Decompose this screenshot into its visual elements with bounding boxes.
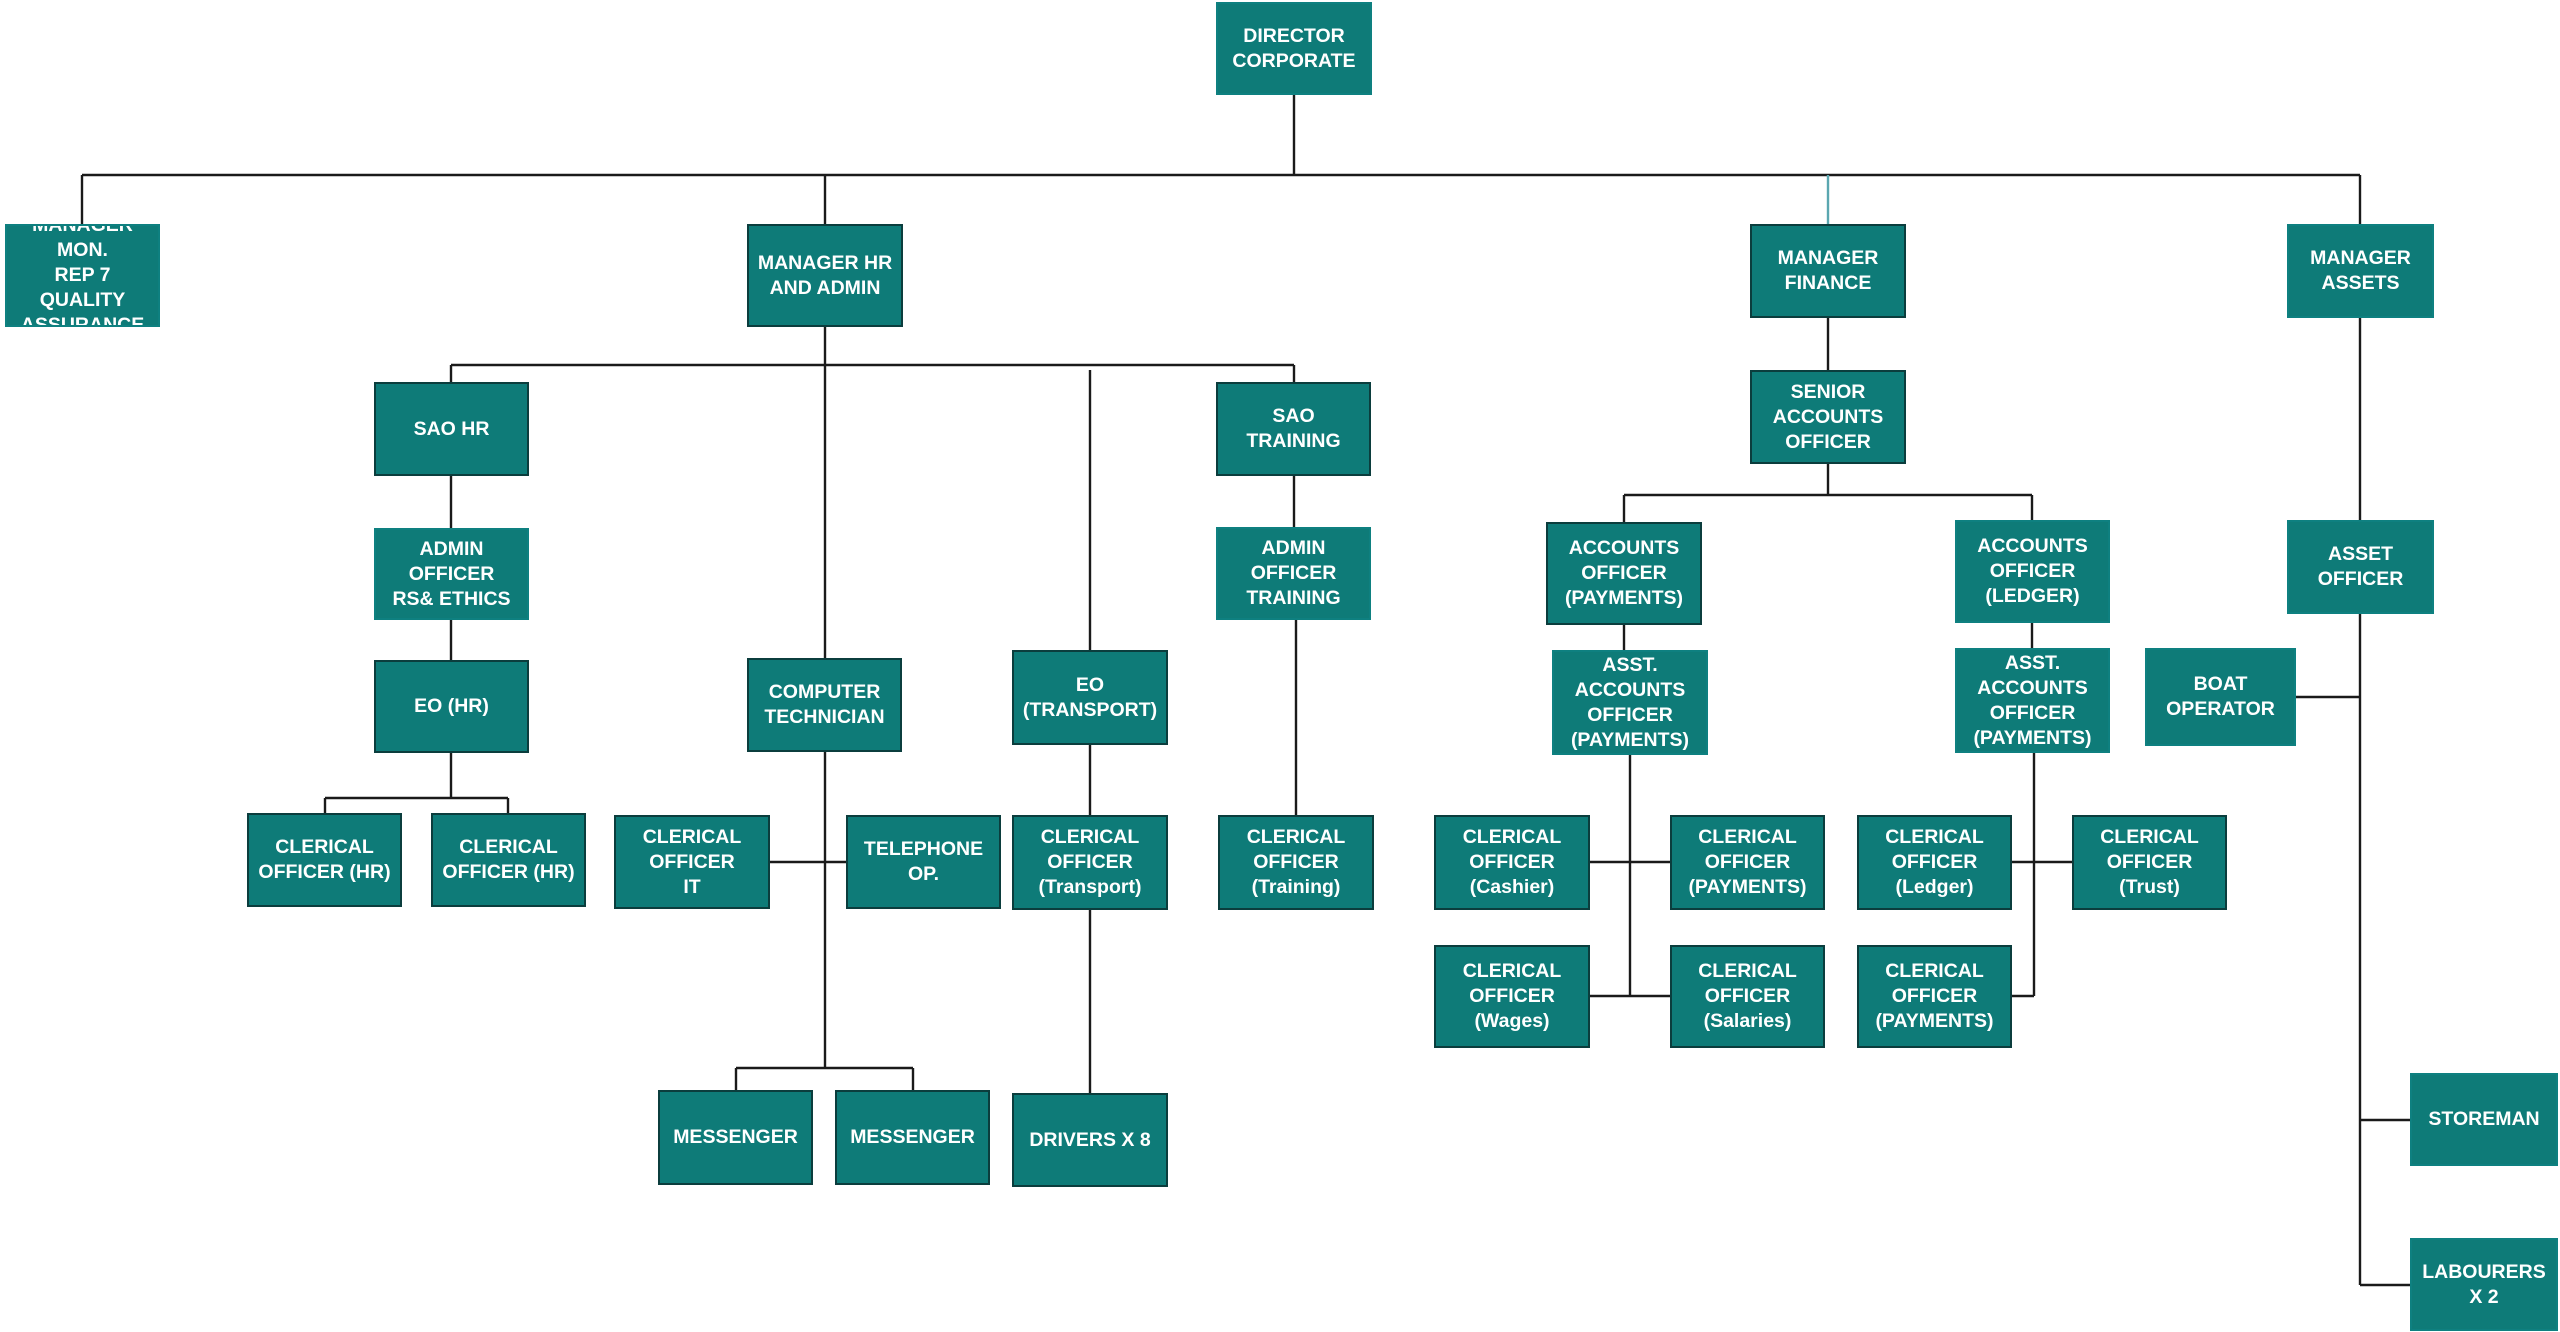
org-box-clerical-officer-ledger: CLERICAL OFFICER (Ledger) [1857, 815, 2012, 910]
org-box-clerical-officer-it: CLERICAL OFFICER IT [614, 815, 770, 909]
org-box-telephone-operator: TELEPHONE OP. [846, 815, 1001, 909]
org-box-labourers: LABOURERS X 2 [2410, 1238, 2558, 1331]
org-box-clerical-officer-payments-1: CLERICAL OFFICER (PAYMENTS) [1670, 815, 1825, 910]
org-box-clerical-officer-transport: CLERICAL OFFICER (Transport) [1012, 815, 1168, 910]
org-box-sao-training: SAO TRAINING [1216, 382, 1371, 476]
org-box-clerical-officer-hr-1: CLERICAL OFFICER (HR) [247, 813, 402, 907]
org-box-clerical-officer-wages: CLERICAL OFFICER (Wages) [1434, 945, 1590, 1048]
org-box-clerical-officer-salaries: CLERICAL OFFICER (Salaries) [1670, 945, 1825, 1048]
org-box-drivers: DRIVERS X 8 [1012, 1093, 1168, 1187]
org-box-messenger-1: MESSENGER [658, 1090, 813, 1185]
org-box-manager-hr-admin: MANAGER HR AND ADMIN [747, 224, 903, 327]
org-box-manager-finance: MANAGER FINANCE [1750, 224, 1906, 318]
org-box-messenger-2: MESSENGER [835, 1090, 990, 1185]
org-box-clerical-officer-cashier: CLERICAL OFFICER (Cashier) [1434, 815, 1590, 910]
org-box-director-corporate: DIRECTOR CORPORATE [1216, 2, 1372, 95]
org-box-clerical-officer-hr-2: CLERICAL OFFICER (HR) [431, 813, 586, 907]
org-box-eo-hr: EO (HR) [374, 660, 529, 753]
org-box-computer-technician: COMPUTER TECHNICIAN [747, 658, 902, 752]
org-box-asst-accounts-officer-2: ASST. ACCOUNTS OFFICER (PAYMENTS) [1955, 648, 2110, 753]
org-box-eo-transport: EO (TRANSPORT) [1012, 650, 1168, 745]
org-box-admin-officer-training: ADMIN OFFICER TRAINING [1216, 527, 1371, 620]
org-box-accounts-officer-payments: ACCOUNTS OFFICER (PAYMENTS) [1546, 522, 1702, 625]
org-box-boat-operator: BOAT OPERATOR [2145, 648, 2296, 746]
org-box-clerical-officer-trust: CLERICAL OFFICER (Trust) [2072, 815, 2227, 910]
org-box-asst-accounts-officer-1: ASST. ACCOUNTS OFFICER (PAYMENTS) [1552, 650, 1708, 755]
org-box-admin-officer-ethics: ADMIN OFFICER RS& ETHICS [374, 528, 529, 620]
org-box-sao-hr: SAO HR [374, 382, 529, 476]
org-box-storeman: STOREMAN [2410, 1073, 2558, 1166]
org-box-clerical-officer-payments-2: CLERICAL OFFICER (PAYMENTS) [1857, 945, 2012, 1048]
org-box-senior-accounts-officer: SENIOR ACCOUNTS OFFICER [1750, 370, 1906, 464]
org-box-asset-officer: ASSET OFFICER [2287, 520, 2434, 614]
org-box-manager-assets: MANAGER ASSETS [2287, 224, 2434, 318]
org-box-clerical-officer-training: CLERICAL OFFICER (Training) [1218, 815, 1374, 910]
org-box-manager-mon-quality-assurance: MANAGER MON. REP 7 QUALITY ASSURANCE [5, 224, 160, 327]
org-box-accounts-officer-ledger: ACCOUNTS OFFICER (LEDGER) [1955, 520, 2110, 623]
